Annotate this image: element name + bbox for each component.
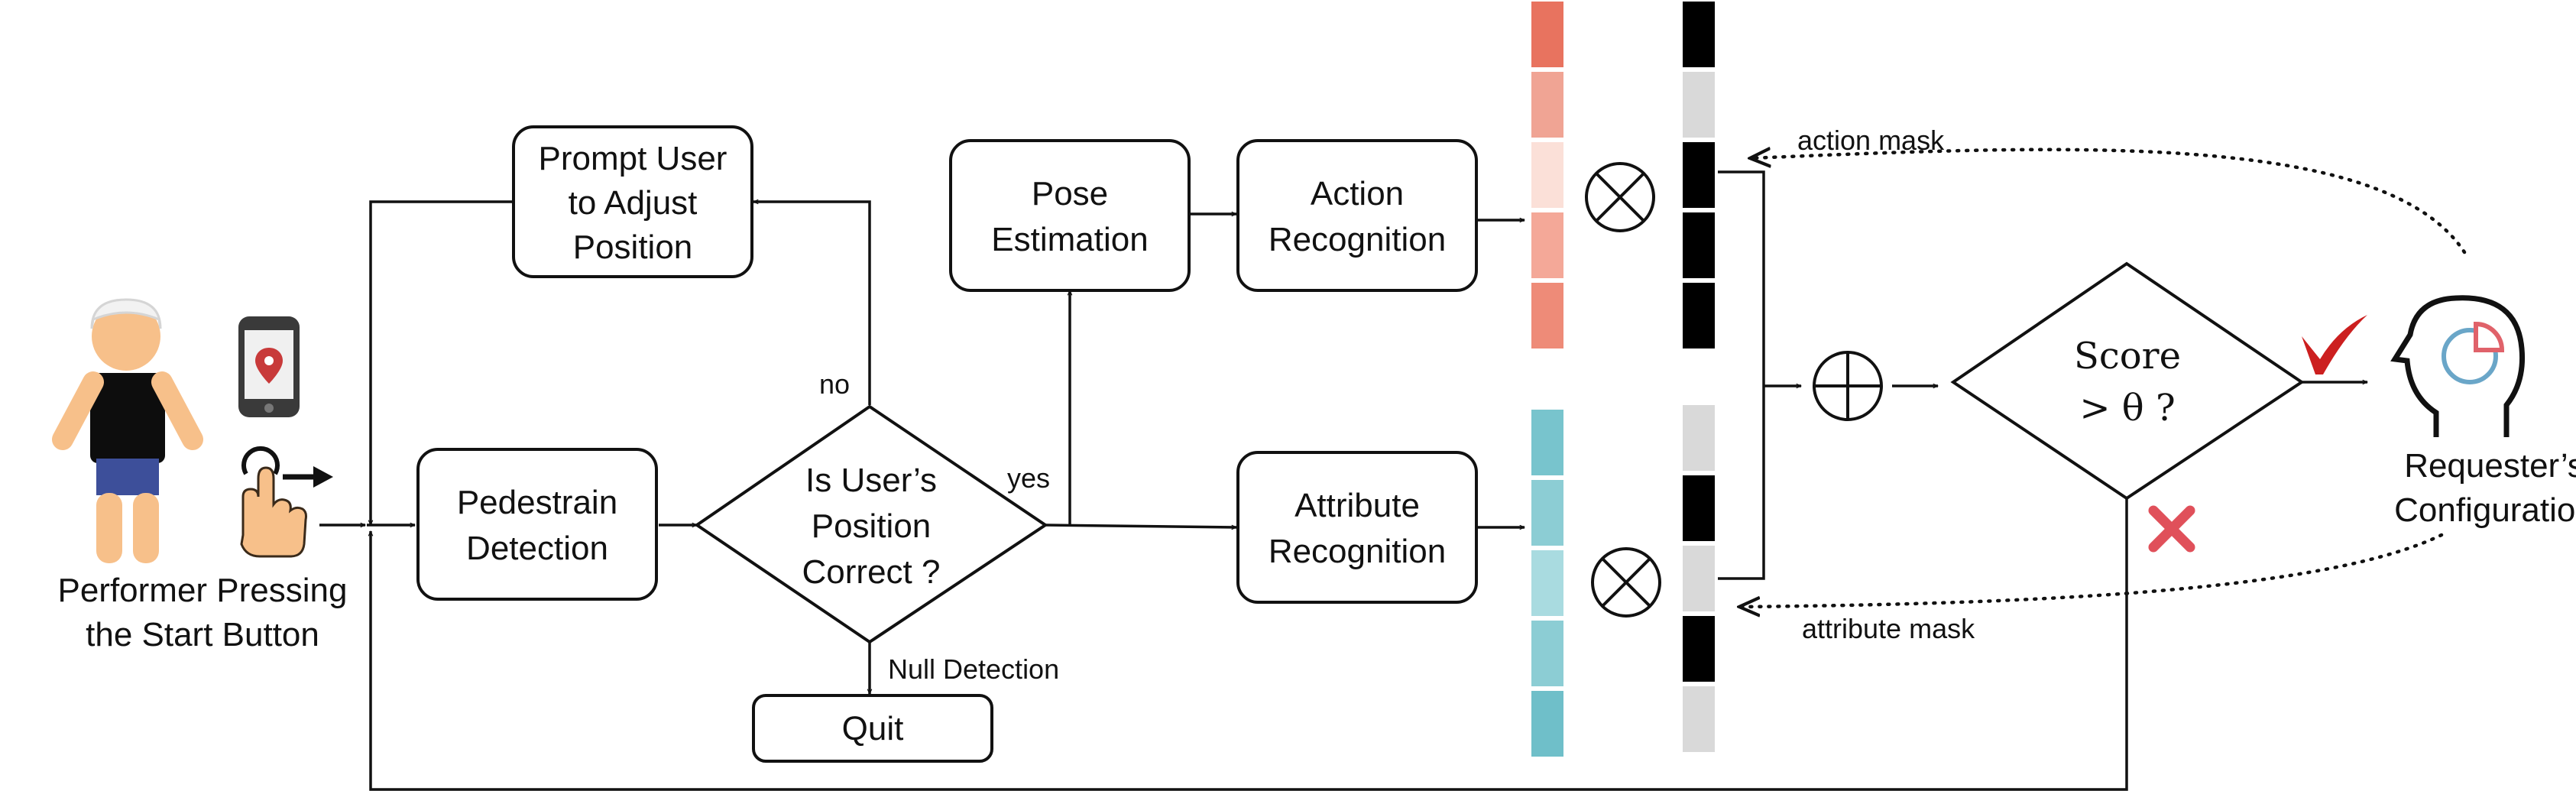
phone-location-icon bbox=[238, 316, 300, 417]
attribute-mask-cell bbox=[1683, 475, 1715, 541]
attribute-mask-cell bbox=[1683, 405, 1715, 471]
action-feature-cell bbox=[1531, 2, 1563, 67]
quit-label: Quit bbox=[842, 710, 904, 747]
edge-label-null-detection: Null Detection bbox=[888, 653, 1059, 685]
tap-hand-icon bbox=[240, 446, 333, 558]
prompt-user-line2: to Adjust bbox=[569, 184, 698, 222]
action-recognition-line2: Recognition bbox=[1269, 221, 1446, 258]
check-icon bbox=[2302, 315, 2367, 374]
edge-decision-no bbox=[753, 202, 871, 405]
attribute-recognition-box bbox=[1236, 451, 1478, 604]
edge-attribute-mask bbox=[1739, 533, 2444, 607]
multiply-icon bbox=[1591, 547, 1661, 618]
score-decision-line2: > θ ? bbox=[2079, 387, 2175, 430]
position-decision-diamond bbox=[694, 404, 1048, 644]
requester-caption-line2: Configuration bbox=[2394, 491, 2576, 529]
score-decision-line1: Score bbox=[2074, 335, 2181, 378]
position-decision-line2: Position bbox=[812, 507, 932, 545]
pose-estimation-box bbox=[949, 139, 1191, 292]
performer-caption-line1: Performer Pressing bbox=[57, 572, 347, 609]
position-decision-line3: Correct ? bbox=[802, 553, 941, 591]
edge-action-mask bbox=[1750, 150, 2467, 254]
attribute-recognition-line2: Recognition bbox=[1269, 533, 1446, 570]
action-mask-cell bbox=[1683, 283, 1715, 348]
performer-figure bbox=[52, 298, 203, 563]
attribute-feature-cell bbox=[1531, 621, 1563, 686]
performer-head bbox=[92, 302, 160, 371]
edge-label-yes: yes bbox=[1007, 462, 1050, 494]
performer-left-leg bbox=[96, 493, 122, 563]
performer-right-arm bbox=[151, 371, 203, 450]
action-mask-cell bbox=[1683, 72, 1715, 138]
performer-left-arm bbox=[52, 371, 104, 450]
requester-caption-line1: Requester’s bbox=[2404, 447, 2576, 485]
attribute-mask-cell bbox=[1683, 686, 1715, 752]
performer-shorts bbox=[96, 459, 159, 495]
prompt-user-line1: Prompt User bbox=[539, 140, 727, 177]
requester-head-icon bbox=[2390, 295, 2526, 437]
action-mask-cell bbox=[1683, 142, 1715, 208]
prompt-user-box bbox=[512, 125, 753, 278]
action-feature-cell bbox=[1531, 142, 1563, 208]
pose-estimation-line1: Pose bbox=[1032, 175, 1108, 212]
cross-icon bbox=[2148, 505, 2195, 553]
edge-reject-loop bbox=[371, 498, 2128, 791]
edge-label-no: no bbox=[819, 368, 850, 400]
action-mask-cell bbox=[1683, 2, 1715, 67]
attribute-feature-cell bbox=[1531, 691, 1563, 757]
action-feature-vector bbox=[1531, 2, 1563, 348]
action-feature-cell bbox=[1531, 72, 1563, 138]
performer-caption-line2: the Start Button bbox=[86, 616, 319, 653]
position-decision-line1: Is User’s bbox=[805, 462, 937, 499]
quit-box bbox=[752, 694, 993, 763]
score-decision-diamond bbox=[1950, 261, 2305, 501]
action-recognition-line1: Action bbox=[1311, 175, 1404, 212]
pedestrian-detection-line1: Pedestrain bbox=[457, 484, 617, 521]
multiply-icon bbox=[1585, 162, 1655, 232]
edge-masks-bracket bbox=[1718, 170, 1765, 580]
prompt-user-line3: Position bbox=[573, 229, 693, 266]
action-feature-cell bbox=[1531, 212, 1563, 278]
action-feature-cell bbox=[1531, 283, 1563, 348]
attribute-feature-cell bbox=[1531, 410, 1563, 475]
performer-shirt bbox=[90, 373, 165, 463]
edge-decision-yes bbox=[1045, 524, 1236, 527]
connectors bbox=[319, 150, 2467, 791]
pedestrian-detection-line2: Detection bbox=[466, 530, 608, 567]
pedestrian-detection-box bbox=[416, 448, 658, 601]
attribute-feature-vector bbox=[1531, 410, 1563, 757]
edge-label-attribute-mask: attribute mask bbox=[1802, 613, 1975, 644]
action-recognition-box bbox=[1236, 139, 1478, 292]
attribute-feature-cell bbox=[1531, 550, 1563, 616]
attribute-recognition-line1: Attribute bbox=[1294, 487, 1420, 524]
action-mask-vector bbox=[1683, 2, 1715, 348]
attribute-mask-vector bbox=[1683, 405, 1715, 752]
performer-right-leg bbox=[133, 493, 159, 563]
sum-icon bbox=[1813, 351, 1883, 421]
edge-prompt-to-junction bbox=[371, 200, 512, 525]
pose-estimation-line2: Estimation bbox=[991, 221, 1148, 258]
performer-bandage bbox=[90, 298, 162, 329]
action-mask-cell bbox=[1683, 212, 1715, 278]
edge-label-action-mask: action mask bbox=[1797, 125, 1945, 156]
attribute-feature-cell bbox=[1531, 480, 1563, 546]
attribute-mask-cell bbox=[1683, 616, 1715, 682]
attribute-mask-cell bbox=[1683, 546, 1715, 611]
